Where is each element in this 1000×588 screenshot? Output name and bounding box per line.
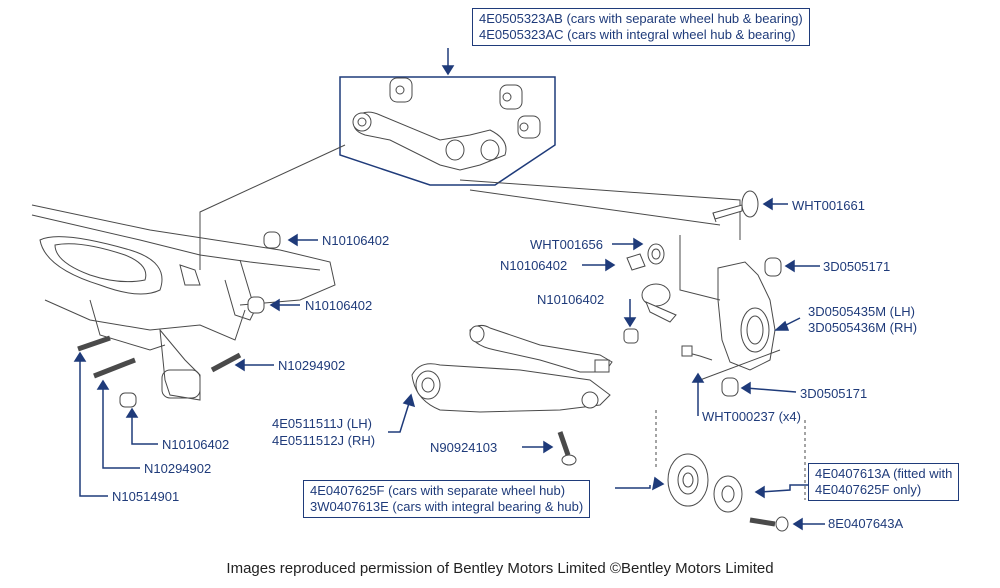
nut-lower-arm [623,328,639,344]
label-n10294902-bottom[interactable]: N10294902 [144,461,212,476]
label-n10294902-sub[interactable]: N10294902 [278,358,346,373]
lower-control-arm [411,324,613,413]
upper-arm-label-line2: 4E0505323AC (cars with integral wheel hu… [479,27,796,42]
ball-joint [641,283,677,323]
hub-bolt [749,517,776,527]
bush-top-right [764,257,782,277]
label-n10106402-sub1[interactable]: N10106402 [322,233,390,248]
label-n10106402-mid[interactable]: N10106402 [500,258,568,273]
wheel-knuckle [679,235,781,381]
wheel-hub-label-line2: 3W0407613E (cars with integral bearing &… [310,499,584,514]
label-n10106402-sub2[interactable]: N10106402 [305,298,373,313]
label-n90924103[interactable]: N90924103 [430,440,498,455]
label-3d0505436m[interactable]: 3D0505436M (RH) [808,320,918,335]
washer-wht001656 [647,243,665,265]
label-8e0407643a[interactable]: 8E0407643A [828,516,904,531]
wheel-hub-label-line1: 4E0407625F (cars with separate wheel hub… [310,483,566,498]
upper-arm-label-line1: 4E0505323AB (cars with separate wheel hu… [479,11,803,26]
label-3d0505171-top[interactable]: 3D0505171 [823,259,891,274]
label-4e0511511j[interactable]: 4E0511511J (LH) [272,416,372,431]
rear-subframe [31,204,336,401]
label-n10514901[interactable]: N10514901 [112,489,180,504]
wheel-hub-label-box[interactable]: 4E0407625F (cars with separate wheel hub… [303,480,591,518]
label-wht001656[interactable]: WHT001656 [530,237,603,252]
bolt-n90924103 [557,431,571,456]
label-3d0505171-bottom[interactable]: 3D0505171 [800,386,868,401]
label-3d0505435m[interactable]: 3D0505435M (LH) [808,304,915,319]
wheel-hub-integral [713,475,743,513]
label-4e0511512j[interactable]: 4E0511512J (RH) [272,433,376,448]
bolt-wht000237 [681,345,713,361]
bolt-sub-mid [210,352,242,373]
nut-sub-mid [247,296,265,314]
upper-control-arm [352,77,541,171]
bolt-sub-left2 [93,357,136,379]
hub-fitted-label-box[interactable]: 4E0407613A (fitted with 4E0407625F only) [808,463,960,501]
wheel-hub-separate [667,453,709,507]
label-wht001661[interactable]: WHT001661 [792,198,865,213]
bolt-wht001661 [712,190,759,223]
label-wht000237[interactable]: WHT000237 (x4) [702,409,801,424]
bush-bottom-right [721,377,739,397]
label-n10106402-arm[interactable]: N10106402 [537,292,605,307]
upper-arm-label-box[interactable]: 4E0505323AB (cars with separate wheel hu… [472,8,810,46]
label-n10106402-bottom[interactable]: N10106402 [162,437,230,452]
bolt-sub-left [77,335,111,352]
upper-arm-detail [339,76,556,186]
nut-sub-top [263,231,281,249]
nut-sub-bottom [119,392,137,408]
hub-fitted-label-line1: 4E0407613A (fitted with [815,466,953,481]
image-credit-caption: Images reproduced permission of Bentley … [226,560,774,577]
leader-lines [73,48,825,531]
hub-fitted-label-line2: 4E0407625F only) [815,482,922,497]
nut-mid [626,253,646,271]
